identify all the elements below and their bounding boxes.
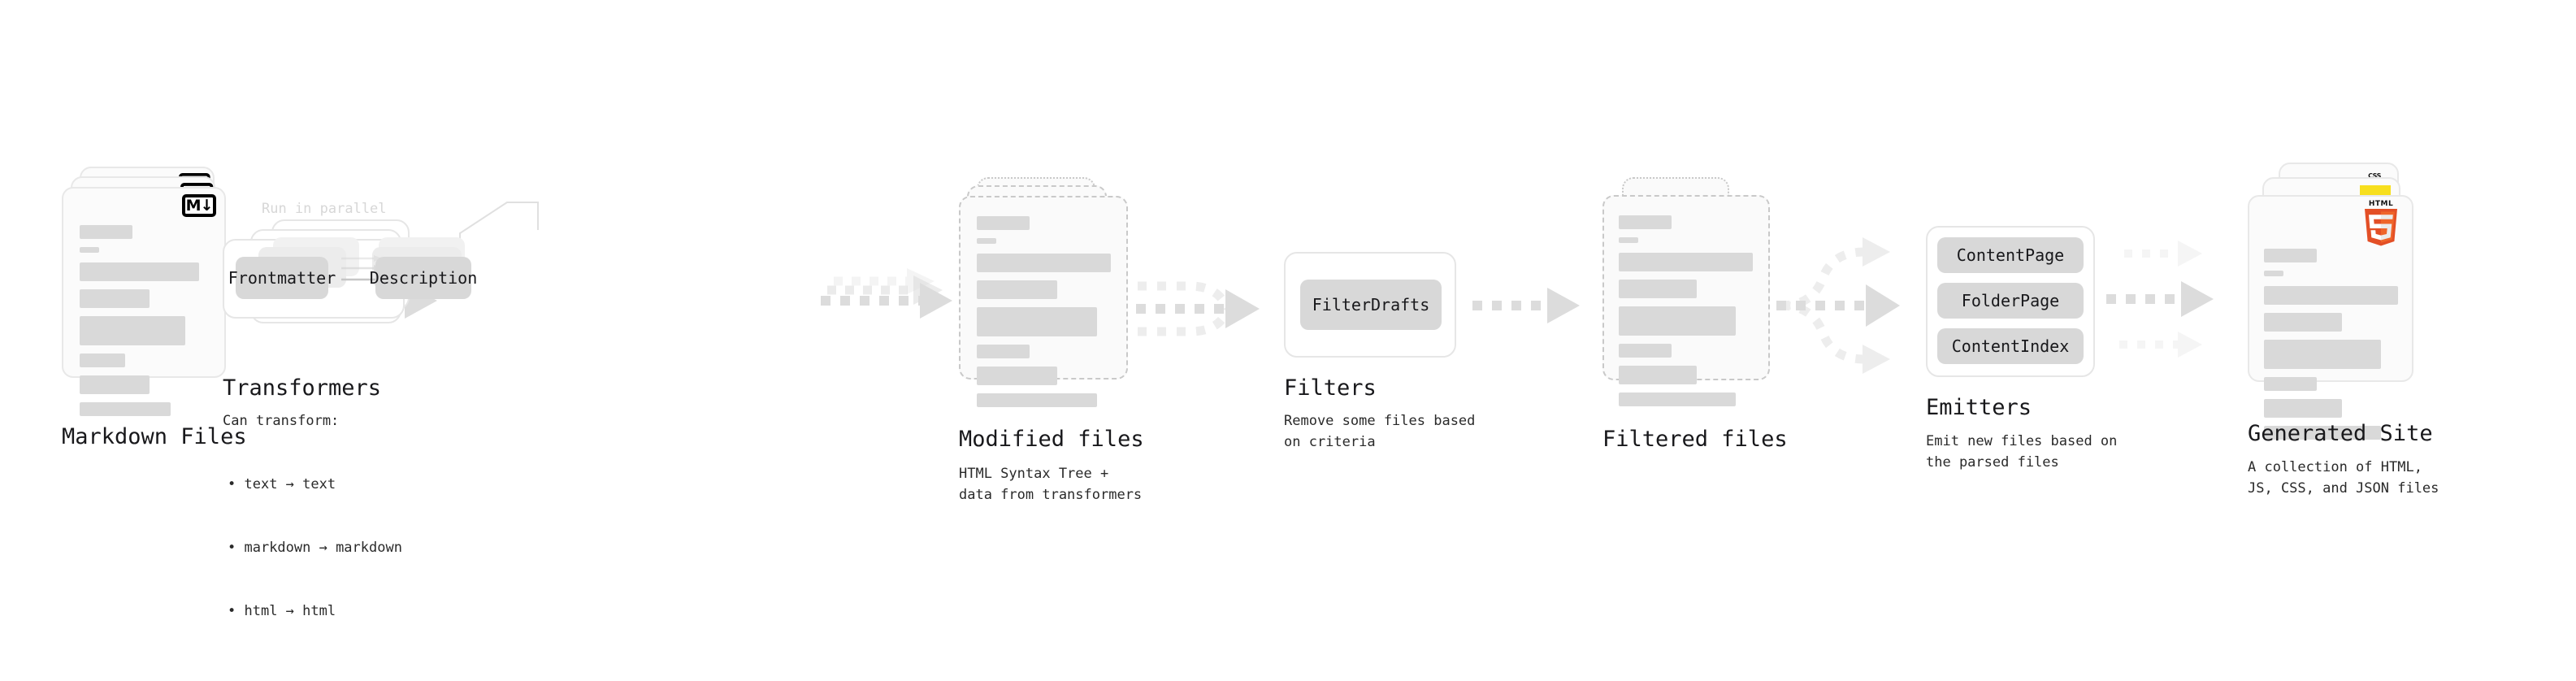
emitter-chip-label: ContentPage <box>1956 245 2065 265</box>
skeleton-bar <box>80 354 125 367</box>
skeleton-bar <box>1619 366 1697 384</box>
skeleton-bar <box>2264 286 2398 305</box>
skeleton-bar <box>977 345 1030 358</box>
connector-emitters-to-site <box>2106 236 2253 374</box>
skeleton-bar <box>1619 306 1736 336</box>
skeleton-bar <box>2264 399 2342 418</box>
transformers-title: Transformers <box>223 375 382 401</box>
transformer-chip-label: Frontmatter <box>228 268 336 288</box>
skeleton-bar <box>2264 426 2381 440</box>
html5-badge: HTML <box>2361 200 2400 246</box>
skeleton-bar <box>80 289 150 308</box>
markdown-files-stack: M↓ M↓ M↓ <box>62 167 232 416</box>
transformers-bullets: • text → text • markdown → markdown • ht… <box>228 432 402 664</box>
modified-file-skeleton <box>977 216 1115 415</box>
skeleton-bar <box>1619 280 1697 298</box>
skeleton-bar <box>1619 253 1753 271</box>
transformers-bullet-item: • markdown → markdown <box>228 540 402 556</box>
emitter-chip-folderpage[interactable]: FolderPage <box>1937 283 2084 319</box>
skeleton-bar <box>2264 271 2283 276</box>
connector-transformers-to-modified <box>821 268 967 333</box>
transformers-bullet-item: • html → html <box>228 603 336 619</box>
skeleton-bar <box>2264 340 2381 369</box>
skeleton-bar <box>80 375 150 394</box>
markdown-badge-front: M↓ <box>182 194 216 217</box>
dashed-arrows-icon <box>2106 241 2214 358</box>
skeleton-bar <box>977 254 1111 272</box>
generated-site-title: Generated Site <box>2248 421 2433 446</box>
transformers-group: Frontmatter Description <box>221 219 477 349</box>
skeleton-bar <box>80 262 199 281</box>
skeleton-bar <box>1619 344 1672 358</box>
html5-shield-icon <box>2365 209 2397 246</box>
skeleton-bar <box>1619 393 1736 406</box>
filter-chip-label: FilterDrafts <box>1312 295 1430 314</box>
transformers-bullet-item: • text → text <box>228 476 336 492</box>
skeleton-bar <box>977 216 1030 230</box>
skeleton-bar <box>2264 377 2317 391</box>
emitters-title: Emitters <box>1926 395 2032 420</box>
skeleton-bar <box>80 316 185 345</box>
fan-out-dashed-arrow-icon <box>1776 237 1900 374</box>
merge-dashed-arrow-icon <box>1136 281 1260 336</box>
filtered-file-skeleton <box>1619 215 1757 414</box>
bracket-icon <box>459 202 539 248</box>
skeleton-bar <box>977 307 1097 336</box>
skeleton-bar <box>80 225 132 239</box>
filters-description: Remove some files based on criteria <box>1284 413 1476 450</box>
filtered-files-stack <box>1602 177 1773 406</box>
connector-filters-to-filtered <box>1472 287 1594 326</box>
filter-chip-filterdrafts[interactable]: FilterDrafts <box>1300 280 1442 330</box>
skeleton-bar <box>1619 237 1638 243</box>
site-file-skeleton <box>2264 249 2402 448</box>
emitter-chip-label: FolderPage <box>1961 291 2060 310</box>
stacked-dashed-arrow-icon <box>821 268 952 319</box>
skeleton-bar <box>977 280 1057 299</box>
filters-title: Filters <box>1284 375 1377 401</box>
modified-files-description: HTML Syntax Tree + data from transformer… <box>959 466 1143 503</box>
dashed-arrow-icon <box>1472 288 1580 323</box>
skeleton-bar <box>2264 249 2317 262</box>
transformer-chip-description[interactable]: Description <box>370 257 477 299</box>
markdown-file-skeleton <box>80 225 210 424</box>
markdown-file-card-front <box>62 187 226 378</box>
emitter-chip-contentpage[interactable]: ContentPage <box>1937 237 2084 273</box>
skeleton-bar <box>1619 215 1672 229</box>
skeleton-bar <box>977 393 1097 407</box>
markdown-files-title: Markdown Files <box>62 424 247 449</box>
html5-word: HTML <box>2368 200 2394 208</box>
connector-modified-to-filters <box>1136 258 1287 366</box>
run-in-parallel-label: Run in parallel <box>262 201 387 217</box>
skeleton-bar <box>977 367 1057 385</box>
modified-files-title: Modified files <box>959 427 1144 452</box>
skeleton-bar <box>2264 313 2342 332</box>
emitter-chip-contentindex[interactable]: ContentIndex <box>1937 328 2084 364</box>
run-in-parallel-bracket <box>458 201 556 249</box>
transformers-description: Can transform: <box>223 413 340 429</box>
transformer-chip-frontmatter[interactable]: Frontmatter <box>228 257 336 299</box>
emitters-description: Emit new files based on the parsed files <box>1926 433 2118 471</box>
transformer-chip-label: Description <box>369 268 478 288</box>
emitter-chip-label: ContentIndex <box>1951 336 2070 356</box>
skeleton-bar <box>80 247 99 253</box>
connector-filtered-to-emitters <box>1776 236 1931 375</box>
modified-files-stack <box>959 177 1130 407</box>
generated-site-stack: CSS HTML <box>2248 163 2426 440</box>
skeleton-bar <box>80 402 171 416</box>
skeleton-bar <box>977 238 996 244</box>
filtered-files-title: Filtered files <box>1602 427 1788 452</box>
generated-site-description: A collection of HTML, JS, CSS, and JSON … <box>2248 459 2439 497</box>
css-badge-label: CSS <box>2368 172 2381 180</box>
